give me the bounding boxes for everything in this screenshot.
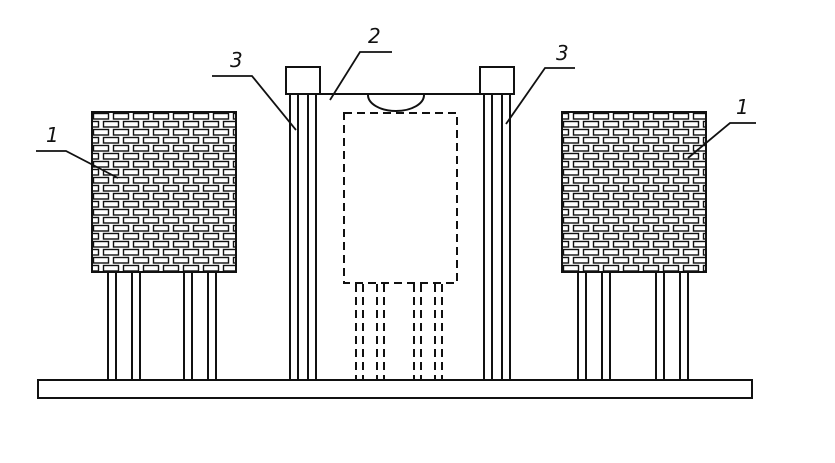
label-column-right: 3 bbox=[556, 41, 569, 65]
right-column bbox=[483, 92, 511, 380]
label-brick-stack-left: 1 bbox=[46, 123, 59, 147]
right-legs bbox=[577, 272, 689, 380]
left-brick-block bbox=[91, 111, 237, 273]
left-brick-stack bbox=[91, 111, 237, 380]
left-legs bbox=[107, 272, 217, 380]
label-brick-stack-right: 1 bbox=[736, 95, 749, 119]
beam-hook bbox=[367, 94, 425, 112]
label-beam: 2 bbox=[368, 24, 381, 48]
suspended-load-legs bbox=[355, 284, 443, 380]
left-column bbox=[289, 92, 317, 380]
base-slab bbox=[37, 379, 753, 399]
label-column-left: 3 bbox=[230, 48, 243, 72]
left-column-cap bbox=[285, 66, 321, 95]
suspended-load-outline bbox=[343, 112, 458, 284]
right-column-cap bbox=[479, 66, 515, 95]
right-brick-block bbox=[561, 111, 707, 273]
leader-lines bbox=[36, 51, 756, 179]
right-brick-stack bbox=[561, 111, 707, 380]
